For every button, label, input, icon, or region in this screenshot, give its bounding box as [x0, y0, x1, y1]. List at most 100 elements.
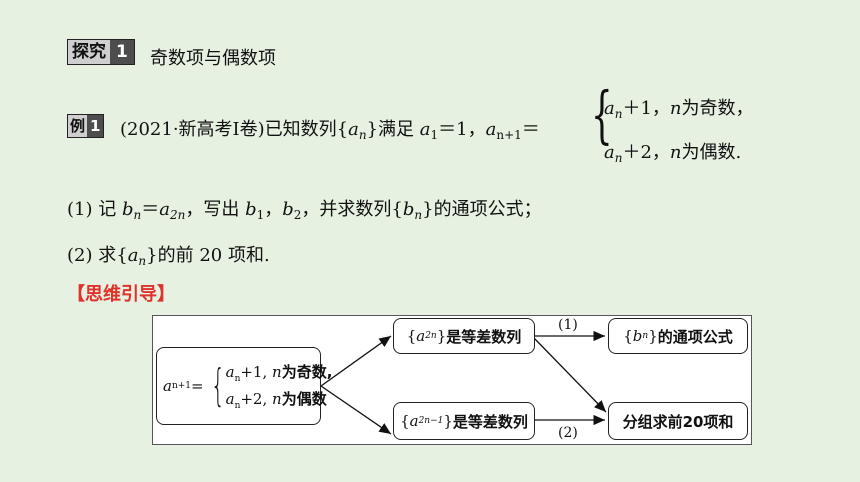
case2-n: n — [669, 142, 682, 163]
flow-arrows — [320, 330, 607, 435]
start-cases: an+1, n为奇数, an+2, n为偶数 — [226, 361, 333, 411]
guide-title: 【思维引导】 — [67, 284, 175, 305]
q1-b1: b — [245, 199, 257, 220]
example-source: (2021·新高考Ⅰ卷) — [120, 119, 265, 140]
start-lhs-sub: n+1 — [171, 381, 192, 391]
bot-mid-text: 是等差数列 — [452, 412, 528, 431]
recurrence-brace: { — [591, 78, 613, 151]
q1-bn-sub: n — [133, 208, 142, 222]
q1-a2n-sub: 2n — [169, 208, 186, 222]
case1-rest: ＋1， — [622, 98, 670, 119]
q1-bn2-sub: n — [414, 208, 423, 222]
q1-bn2: b — [402, 199, 415, 220]
q2-t2: }的前 20 项和. — [146, 245, 270, 266]
q1-bn: b — [121, 199, 134, 220]
arrow-top-to-sum — [533, 337, 607, 413]
q1-t3: ，并求数列{ — [301, 199, 403, 220]
q1-b2: b — [282, 199, 294, 220]
question-1: (1) 记 bn＝a2n，写出 b1，b2，并求数列{bn}的通项公式； — [67, 195, 542, 222]
q1-t4: }的通项公式； — [422, 199, 542, 220]
arrow-start-to-top — [320, 335, 392, 387]
rec-lhs: a — [485, 119, 497, 140]
example-statement: (2021·新高考Ⅰ卷)已知数列{an}满足 a1＝1，an+1＝ — [120, 115, 540, 142]
case2-rest: ＋2， — [622, 142, 670, 163]
section-badge-number: 1 — [110, 40, 134, 64]
case1-cond: 为奇数， — [681, 98, 754, 119]
bot-mid-close: } — [443, 412, 453, 430]
bot-right-text: 分组求前20项和 — [622, 412, 734, 431]
recurrence-case-2: an＋2，n为偶数. — [604, 138, 741, 165]
start-case2-n: n — [272, 390, 282, 408]
start-term-2: a — [225, 390, 235, 408]
start-case1-n: n — [272, 363, 282, 381]
case2-sub: n — [614, 151, 623, 165]
cond-a1-sub: 1 — [430, 128, 439, 142]
q1-eq: ＝ — [141, 199, 160, 220]
section-badge: 探究 1 — [67, 39, 135, 65]
top-right-term: b — [632, 327, 643, 345]
case1-term: a — [604, 98, 615, 119]
q1-label: (1) — [67, 199, 93, 220]
arrow-label-1: (1) — [558, 317, 578, 333]
stmt-an: a — [348, 119, 359, 140]
start-case1-rest: +1, — [240, 363, 273, 381]
q1-comma: ， — [264, 199, 283, 220]
top-mid-close: } — [436, 327, 447, 345]
start-case2-rest: +2, — [240, 390, 273, 408]
q2-an-sub: n — [138, 254, 147, 268]
question-2: (2) 求{an}的前 20 项和. — [67, 241, 270, 268]
cond-a1: a — [419, 119, 431, 140]
bot-mid-sub: 2n−1 — [418, 416, 444, 426]
stmt-suffix: }满足 — [366, 119, 415, 140]
stmt-an-sub: n — [358, 128, 367, 142]
arrow-label-2: (2) — [558, 425, 578, 441]
q1-t2: ，写出 — [185, 199, 240, 220]
start-case2-cond: 为偶数 — [281, 390, 327, 408]
q2-label: (2) — [67, 245, 93, 266]
recurrence-case-1: an＋1，n为奇数， — [604, 94, 754, 121]
start-case1-cond: 为奇数, — [281, 363, 333, 381]
cond-a1-val: ＝1， — [438, 119, 486, 140]
bot-mid-term: a — [409, 412, 419, 430]
rec-lhs-sub: n+1 — [496, 128, 522, 142]
top-mid-sub: 2n — [425, 331, 437, 341]
start-lhs: a — [163, 377, 172, 395]
top-right-sub: n — [642, 331, 649, 341]
arrow-start-to-bottom — [320, 385, 392, 435]
node-group-sum: 分组求前20项和 — [608, 402, 748, 440]
bot-mid-open: { — [400, 412, 410, 430]
start-term-2-sub: n — [234, 401, 241, 411]
start-case-2: an+2, n为偶数 — [226, 388, 333, 411]
q1-b2-sub: 2 — [293, 208, 302, 222]
start-term-1: a — [225, 363, 235, 381]
top-right-text: 的通项公式 — [657, 327, 733, 346]
example-badge: 例 1 — [67, 114, 105, 138]
start-brace: { — [210, 360, 225, 411]
case1-sub: n — [614, 107, 623, 121]
start-eq: = — [191, 377, 204, 395]
rec-eq: ＝ — [521, 119, 540, 140]
start-case-1: an+1, n为奇数, — [226, 361, 333, 384]
q1-a2n: a — [159, 199, 170, 220]
top-mid-open: { — [406, 327, 417, 345]
start-term-1-sub: n — [234, 374, 241, 384]
top-mid-term: a — [416, 327, 426, 345]
q2-t1: 求{ — [98, 245, 128, 266]
section-badge-text: 探究 — [68, 40, 110, 64]
top-mid-text: 是等差数列 — [446, 327, 522, 346]
q2-an: a — [127, 245, 139, 266]
example-badge-number: 1 — [87, 115, 104, 137]
case2-cond: 为偶数. — [681, 142, 742, 163]
stmt-prefix: 已知数列{ — [264, 119, 349, 140]
q1-t1: 记 — [98, 199, 117, 220]
top-right-close: } — [648, 327, 658, 345]
top-right-open: { — [623, 327, 633, 345]
q1-b1-sub: 1 — [256, 208, 265, 222]
section-title: 奇数项与偶数项 — [150, 48, 276, 69]
example-badge-text: 例 — [68, 115, 88, 137]
